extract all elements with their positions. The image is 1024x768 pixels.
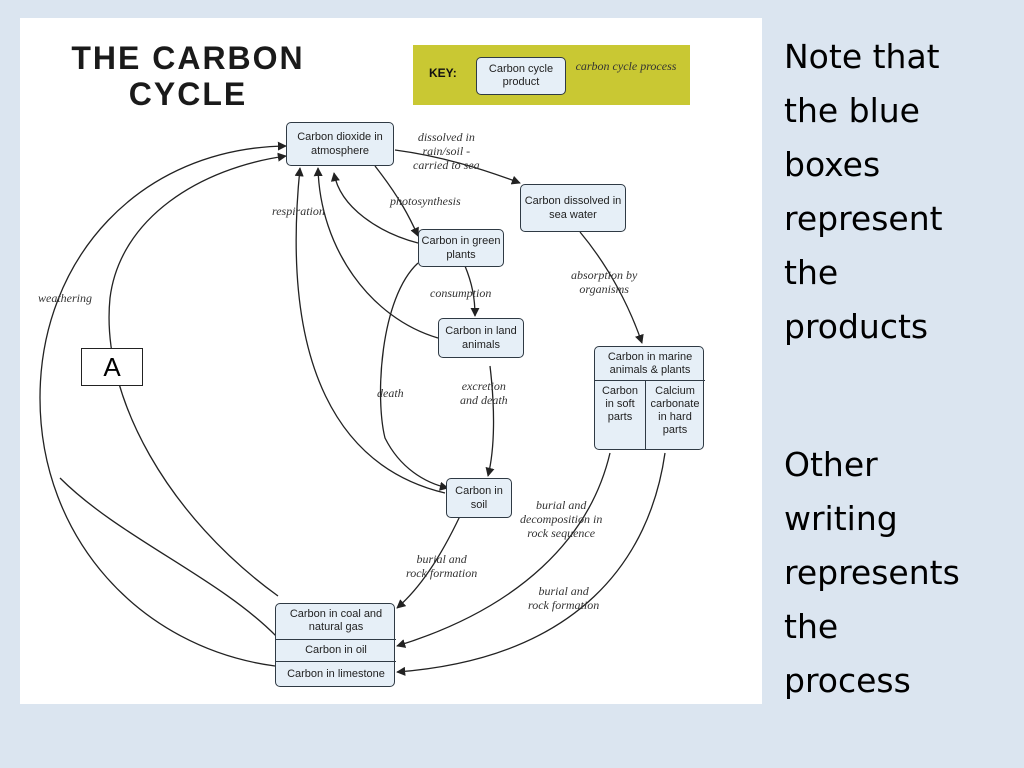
process-excretion: excretion and death bbox=[460, 379, 508, 407]
marine-divider-v bbox=[645, 380, 646, 450]
arrow-animals-respiration bbox=[313, 167, 439, 339]
process-burial-rock-marine: burial and rock formation bbox=[528, 584, 600, 612]
node-marine-header: Carbon in marine animals & plants bbox=[607, 351, 693, 376]
arrow-burial-marine-soft bbox=[396, 452, 611, 648]
diagram-panel: THE CARBON CYCLE KEY: Carbon cycle produ… bbox=[20, 18, 762, 704]
arrow-soil-respiration bbox=[294, 167, 446, 494]
arrow-fossil-fuel bbox=[108, 152, 287, 597]
node-coal-gas: Carbon in coal and natural gas bbox=[289, 608, 383, 633]
arrow-consumption bbox=[464, 265, 480, 317]
process-photosynthesis: photosynthesis bbox=[390, 194, 461, 208]
diagram-title: THE CARBON CYCLE bbox=[71, 40, 305, 112]
arrow-burial-soil bbox=[396, 515, 461, 609]
node-atmosphere: Carbon dioxide in atmosphere bbox=[286, 122, 394, 166]
node-sea-water: Carbon dissolved in sea water bbox=[520, 184, 626, 232]
arrow-burial-marine-hard bbox=[396, 452, 666, 676]
node-limestone: Carbon in limestone bbox=[287, 668, 385, 680]
rocks-divider-1 bbox=[276, 639, 396, 640]
node-oil: Carbon in oil bbox=[305, 644, 367, 656]
node-rocks: Carbon in coal and natural gas Carbon in… bbox=[275, 603, 396, 687]
process-burial-rock-soil: burial and rock formation bbox=[406, 552, 478, 580]
carbon-cycle-arrows bbox=[39, 141, 666, 676]
process-dissolved: dissolved in rain/soil - carried to sea bbox=[413, 130, 480, 172]
arrow-weathering bbox=[39, 141, 287, 667]
process-weathering: weathering bbox=[38, 291, 92, 305]
note-process: Other writing represents the process bbox=[784, 445, 960, 700]
node-marine-hard: Calcium carbonate in hard parts bbox=[650, 385, 700, 436]
marine-divider-h bbox=[595, 380, 705, 381]
rocks-divider-2 bbox=[276, 661, 396, 662]
process-burial-decomposition: burial and decomposition in rock sequenc… bbox=[520, 498, 603, 540]
label-a-box: A bbox=[81, 348, 143, 386]
arrow-coal-secondary bbox=[59, 477, 279, 639]
key-legend: KEY: Carbon cycle product carbon cycle p… bbox=[413, 45, 690, 105]
arrow-death bbox=[379, 262, 449, 491]
process-absorption: absorption by organisms bbox=[571, 268, 638, 296]
node-marine: Carbon in marine animals & plants Carbon… bbox=[594, 346, 705, 450]
arrow-plants-respiration bbox=[330, 172, 419, 244]
arrow-excretion bbox=[485, 365, 495, 477]
node-marine-soft: Carbon in soft parts bbox=[601, 385, 639, 423]
arrow-atmosphere-to-sea bbox=[394, 149, 521, 185]
key-product-sample: Carbon cycle product bbox=[476, 57, 566, 95]
node-green-plants: Carbon in green plants bbox=[418, 229, 504, 267]
process-consumption: consumption bbox=[430, 286, 492, 300]
process-death: death bbox=[377, 386, 404, 400]
node-land-animals: Carbon in land animals bbox=[438, 318, 524, 358]
process-respiration: respiration bbox=[272, 204, 325, 218]
note-products: Note that the blue boxes represent the p… bbox=[784, 37, 943, 346]
key-process-sample: carbon cycle process bbox=[575, 59, 677, 73]
key-label: KEY: bbox=[429, 66, 457, 80]
node-soil: Carbon in soil bbox=[446, 478, 512, 518]
arrow-photosynthesis bbox=[374, 165, 419, 237]
arrow-absorption bbox=[579, 231, 644, 344]
